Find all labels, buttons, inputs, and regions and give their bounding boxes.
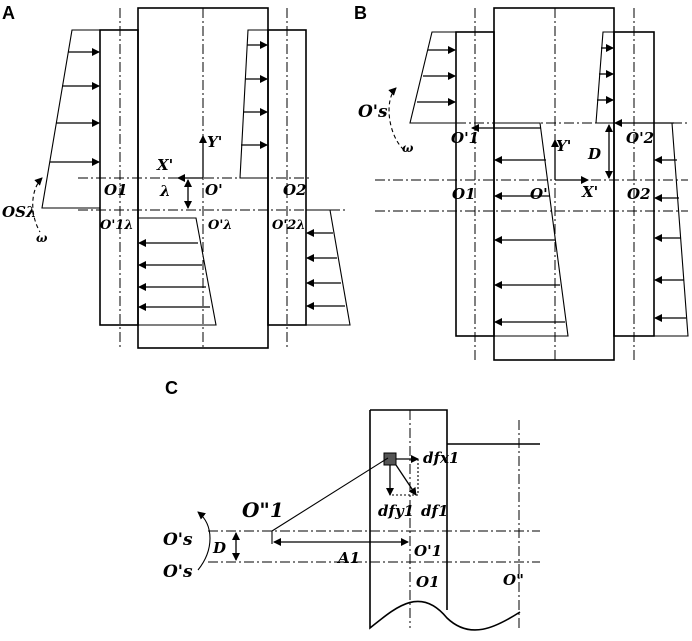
panel-c-radius-line	[271, 457, 389, 532]
panel-a-x-label: X'	[156, 156, 173, 174]
panel-a-o2-lambda-label: O'2λ	[272, 218, 305, 233]
panel-c-df1-label: df1	[421, 502, 448, 520]
panel-b-d-label: D	[587, 145, 601, 163]
panel-b-o-prime-label: O'	[530, 185, 548, 203]
panel-c-os-label: O's	[163, 562, 193, 582]
panel-a-center-load-profile	[138, 217, 217, 326]
panel-a-y-label: Y'	[207, 133, 222, 151]
panel-b-right-load-profile	[595, 31, 614, 124]
panel-c-o1-double-prime-label: O"1	[242, 498, 284, 522]
panel-a-o-lambda-label: O'λ	[208, 218, 232, 233]
panel-b: B	[354, 3, 689, 361]
panel-c-rotation-arc	[197, 511, 211, 571]
panel-a-left-load-profile	[41, 29, 100, 209]
panel-a-omega-label: ω	[36, 231, 48, 245]
panel-c-dfy1-label: dfy1	[378, 502, 414, 520]
panel-a-o1-label: O1	[104, 181, 128, 199]
panel-c-o1-prime-label: O'1	[414, 542, 442, 560]
panel-c-df-arrow	[395, 464, 417, 496]
panel-b-left-load-profile	[409, 31, 456, 124]
panel-a: A	[2, 3, 351, 349]
panel-a-o1-lambda-label: O'1λ	[100, 218, 133, 233]
panel-c: C dfx1 dfy1 df1 O"1 O's D	[163, 378, 540, 631]
panel-b-omega-label: ω	[402, 141, 414, 155]
panel-b-center-load-profile	[494, 122, 569, 337]
panel-a-rotation-arc	[32, 177, 43, 233]
panel-c-o-double-prime-label: O"	[503, 571, 524, 589]
panel-c-body-outline	[369, 409, 521, 631]
panel-c-o1-label: O1	[416, 573, 440, 591]
panel-b-o1-prime-label: O'1	[451, 129, 479, 147]
panel-c-a1-label: A1	[336, 549, 360, 567]
panel-a-right-lower-load-profile	[306, 209, 351, 326]
panel-b-os-prime-label: O's	[358, 102, 388, 122]
panel-a-right-load-profile	[239, 29, 268, 179]
panel-a-o-prime-label: O'	[205, 181, 223, 199]
panel-b-right-lower-load-profile	[654, 122, 689, 337]
panel-c-os-prime-label: O's	[163, 530, 193, 550]
panel-a-lambda-label: λ	[159, 182, 171, 200]
panel-b-rotation-arc	[388, 87, 405, 151]
panel-a-o2-label: O2	[283, 181, 307, 199]
panel-a-os-lambda-label: OSλ	[2, 203, 36, 221]
panel-b-o1-label: O1	[452, 185, 476, 203]
panel-c-dfx1-label: dfx1	[423, 449, 459, 467]
panel-b-tag: B	[354, 3, 367, 23]
panel-c-d-label: D	[212, 539, 226, 557]
panel-c-tag: C	[165, 378, 178, 398]
panel-b-o2-prime-label: O'2	[626, 129, 654, 147]
panel-b-o2-label: O2	[627, 185, 651, 203]
panel-a-tag: A	[2, 3, 15, 23]
panel-b-x-label: X'	[581, 183, 598, 201]
panel-b-y-label: Y'	[556, 137, 571, 155]
